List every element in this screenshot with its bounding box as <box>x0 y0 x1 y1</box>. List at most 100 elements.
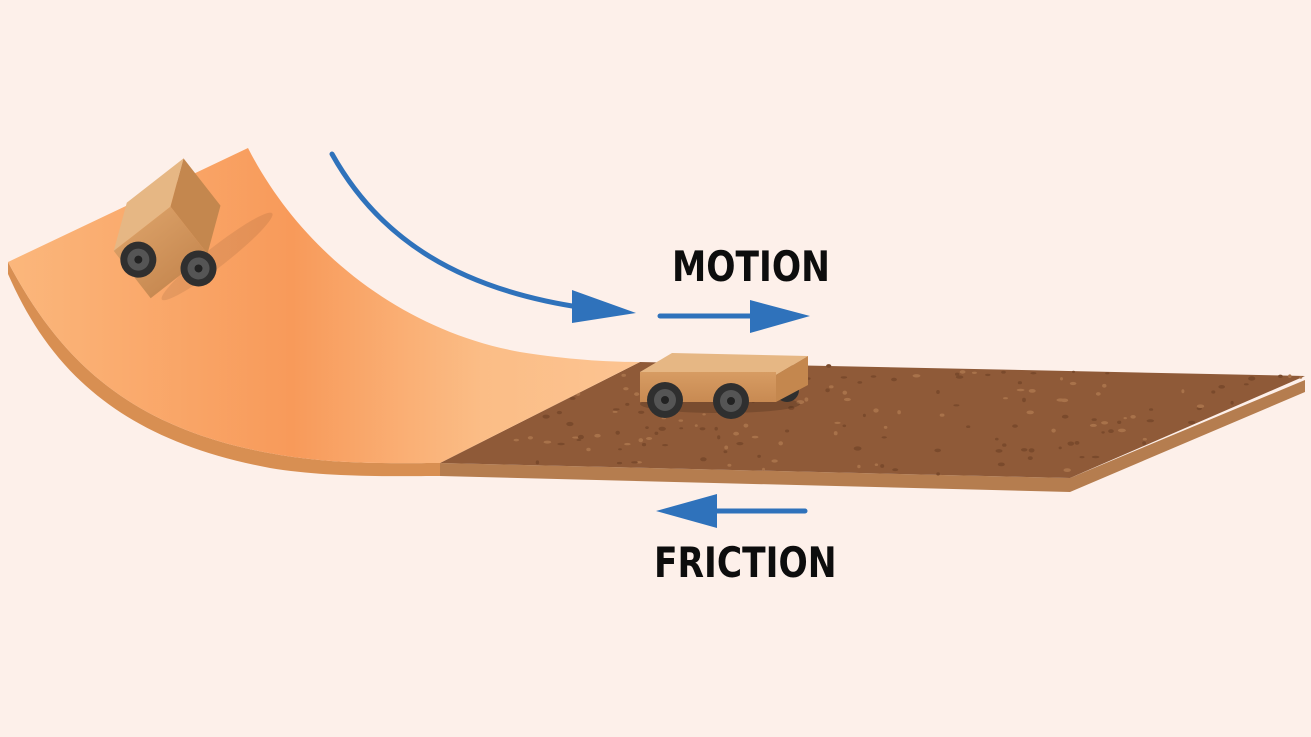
floor-speckle <box>1130 415 1136 419</box>
floor-speckle <box>542 414 550 419</box>
floor-speckle <box>955 375 964 379</box>
floor-speckle <box>557 442 565 446</box>
friction-arrow <box>656 494 808 528</box>
floor-speckle <box>1230 400 1234 405</box>
floor-speckle <box>727 463 732 467</box>
floor-speckle <box>778 441 783 446</box>
floor-speckle <box>646 437 653 440</box>
floor-speckle <box>679 427 684 430</box>
floor-speckle <box>771 459 778 463</box>
floor-speckle <box>842 390 848 395</box>
floor-speckle <box>543 440 552 444</box>
floor-speckle <box>873 408 879 413</box>
floor-speckle <box>612 410 618 413</box>
floor-speckle <box>1211 390 1216 394</box>
floor-speckle <box>723 450 728 454</box>
floor-speckle <box>1027 456 1033 460</box>
floor-speckle <box>785 429 790 433</box>
floor-speckle <box>736 442 744 446</box>
floor-speckle <box>883 425 888 429</box>
floor-speckle <box>1063 468 1071 472</box>
floor-speckle <box>662 444 669 447</box>
floor-speckle <box>1095 392 1101 396</box>
floor-speckle <box>569 396 576 400</box>
floor-speckle <box>586 447 591 452</box>
floor-speckle <box>733 431 739 436</box>
floor-speckle <box>825 388 830 393</box>
floor-speckle <box>892 468 899 472</box>
floor-speckle <box>654 431 659 435</box>
floor-speckle <box>1149 408 1154 411</box>
floor-speckle <box>535 460 540 465</box>
floor-speckle <box>527 436 534 440</box>
floor-speckle <box>1105 372 1110 375</box>
floor-speckle <box>857 381 863 384</box>
floor-speckle <box>724 445 729 450</box>
floor-speckle <box>556 410 563 415</box>
floor-speckle <box>1020 448 1028 452</box>
floor-speckle <box>955 372 960 376</box>
floor-speckle <box>997 462 1005 467</box>
floor-speckle <box>1017 381 1023 385</box>
floor-speckle <box>566 421 574 427</box>
floor-speckle <box>1117 428 1126 433</box>
floor-speckle <box>936 390 940 394</box>
floor-speckle <box>636 461 642 464</box>
floor-speckle <box>834 421 841 424</box>
floor-speckle <box>694 424 698 427</box>
floor-speckle <box>645 426 649 429</box>
floor-speckle <box>1079 456 1085 459</box>
floor-speckle <box>1051 428 1056 433</box>
floor-speckle <box>1108 429 1114 433</box>
motion-arrow <box>657 300 810 333</box>
floor-speckle <box>594 433 601 438</box>
floor-speckle <box>1091 455 1100 459</box>
floor-speckle <box>751 435 759 439</box>
floor-speckle <box>700 457 707 462</box>
floor-speckle <box>1030 372 1037 375</box>
floor-speckle <box>971 371 977 374</box>
floor-speckle <box>1056 398 1065 402</box>
floor-speckle <box>638 410 645 414</box>
floor-speckle <box>1091 418 1097 421</box>
floor-speckle <box>623 387 629 391</box>
floor-speckle <box>1101 431 1105 434</box>
floor-speckle <box>625 402 630 406</box>
floor-speckle <box>576 439 582 441</box>
floor-speckle <box>880 464 885 468</box>
floor-speckle <box>1196 404 1205 409</box>
floor-speckle <box>1102 383 1107 388</box>
floor-speckle <box>829 385 834 389</box>
floor-speckle <box>1058 446 1062 450</box>
floor-speckle <box>934 448 941 453</box>
floor-speckle <box>881 436 887 439</box>
floor-speckle <box>1181 389 1185 394</box>
floor-speckle <box>1003 397 1008 400</box>
floor-speckle <box>624 442 631 446</box>
floor-speckle <box>1022 397 1026 403</box>
floor-speckle <box>1016 388 1025 392</box>
floor-speckle <box>1288 374 1292 379</box>
floor-speckle <box>717 435 721 440</box>
floor-speckle <box>874 463 879 467</box>
floor-speckle <box>1067 441 1075 446</box>
floor-speckle <box>995 437 999 441</box>
floor-speckle <box>1061 414 1069 419</box>
floor-speckle <box>714 426 718 431</box>
floor-speckle <box>621 373 626 377</box>
floor-speckle <box>572 436 580 439</box>
floor-speckle <box>853 446 862 451</box>
floor-speckle <box>634 392 640 396</box>
floor-speckle <box>939 413 945 417</box>
floor-speckle <box>641 442 647 447</box>
floor-speckle <box>513 438 519 442</box>
floor-speckle <box>615 430 620 435</box>
floor-speckle <box>891 377 897 382</box>
floor-speckle <box>1188 420 1196 425</box>
floor-speckle <box>857 464 861 469</box>
floor-speckle <box>699 427 706 431</box>
floor-speckle <box>985 373 991 377</box>
motion-label: MOTION <box>672 242 830 291</box>
floor-speckle <box>788 405 795 410</box>
